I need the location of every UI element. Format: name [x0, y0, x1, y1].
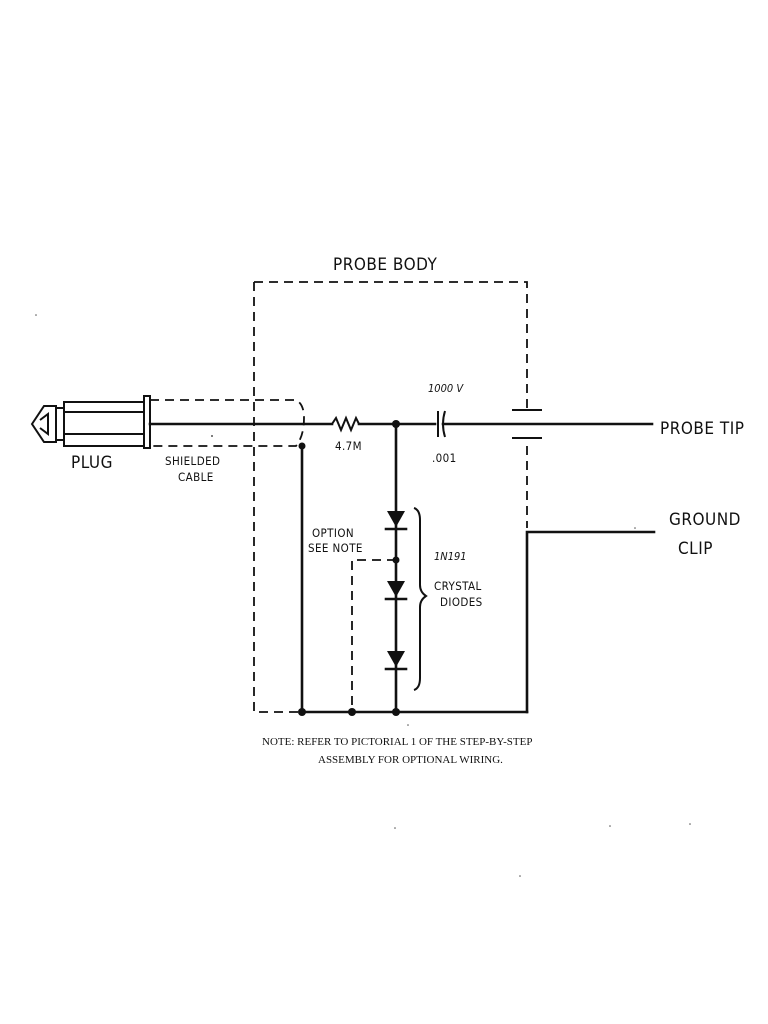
plug-connector: [30, 395, 151, 449]
diode-type-label-1: CRYSTAL: [434, 579, 482, 593]
diode-part-label: 1N191: [434, 550, 467, 563]
capacitor-value-label: .001: [432, 451, 457, 465]
diode-2: [384, 581, 408, 601]
probe-body-outline: [253, 281, 528, 713]
plug-label: PLUG: [71, 453, 113, 473]
note-line-2: ASSEMBLY FOR OPTIONAL WIRING.: [318, 754, 503, 766]
resistor-value-label: 4.7M: [335, 439, 362, 453]
shielded-cable-label-2: CABLE: [178, 470, 214, 484]
diode-1: [384, 511, 408, 531]
diode-group-brace: [413, 507, 428, 691]
ground-clip-label-2: CLIP: [678, 539, 713, 559]
scan-specks: [35, 314, 691, 877]
shielded-cable-label-1: SHIELDED: [165, 454, 220, 468]
note-line-1: NOTE: REFER TO PICTORIAL 1 OF THE STEP-B…: [262, 736, 532, 748]
diode-type-label-2: DIODES: [440, 595, 483, 609]
junction-dots: [298, 420, 400, 716]
probe-tip-label: PROBE TIP: [660, 419, 744, 439]
resistor-4-7m: [331, 415, 360, 433]
option-label-2: SEE NOTE: [308, 541, 363, 555]
diode-3: [384, 651, 408, 671]
capacitor-voltage-label: 1000 V: [428, 382, 464, 395]
ground-clip-label-1: GROUND: [669, 510, 741, 530]
shielded-cable: [148, 399, 334, 447]
option-label-1: OPTION: [312, 526, 354, 540]
probe-body-label: PROBE BODY: [333, 255, 437, 275]
ground-wire: [525, 530, 656, 714]
